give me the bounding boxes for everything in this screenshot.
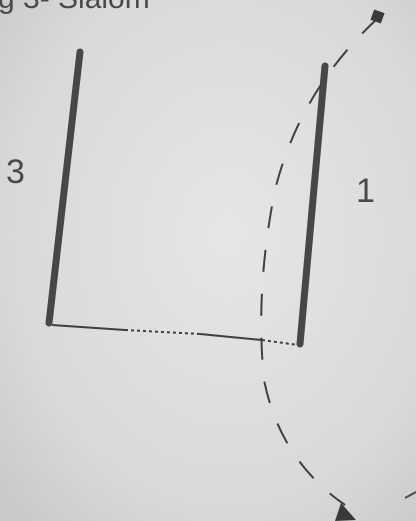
left-pole — [45, 48, 84, 327]
arrowhead-icon — [335, 503, 356, 521]
start-marker — [370, 9, 385, 24]
right-pole — [296, 62, 329, 348]
gate-label-1: 1 — [356, 172, 375, 210]
trajectory-path — [260, 17, 379, 506]
header-text: g 3- Slalom — [0, 0, 150, 15]
edge-tick — [404, 491, 416, 499]
baseline — [51, 324, 299, 346]
gate-label-3: 3 — [6, 153, 25, 191]
